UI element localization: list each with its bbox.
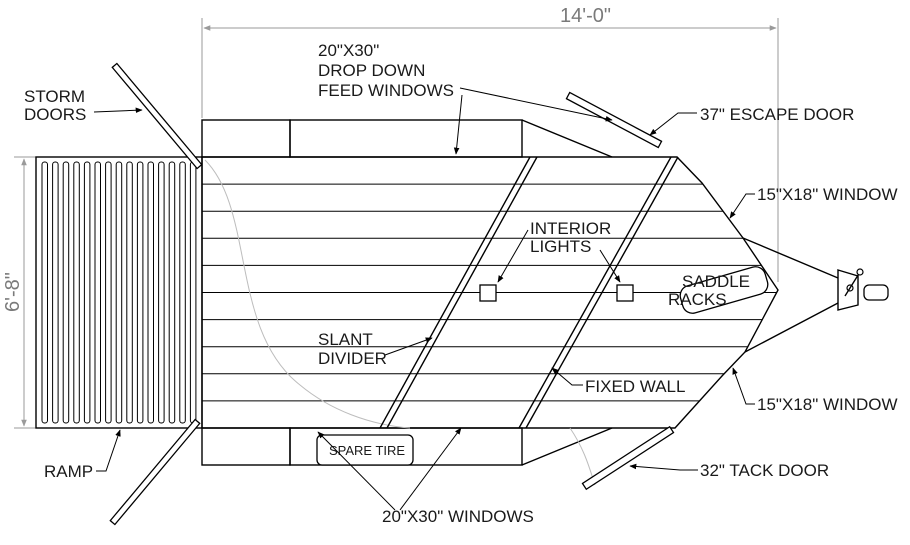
ramp-slat: [62, 161, 70, 424]
feed-windows-line-2: DROP DOWN: [318, 61, 425, 80]
saddle-racks-line-1: SADDLE: [682, 272, 750, 291]
ramp-label: RAMP: [44, 462, 93, 481]
ramp-slat: [41, 161, 48, 424]
slant-divider-label: SLANT DIVIDER: [318, 330, 387, 368]
storm-doors: [109, 62, 203, 526]
slant-divider-line-1: SLANT: [318, 330, 373, 349]
ramp-slat: [105, 161, 112, 424]
saddle-racks-label: SADDLE RACKS: [668, 272, 755, 309]
ramp-slat: [83, 161, 91, 424]
storm-doors-line-2: DOORS: [24, 105, 86, 124]
tack-door-label: 32" TACK DOOR: [700, 461, 829, 480]
spare-tire: SPARE TIRE: [316, 434, 414, 466]
saddle-racks: [679, 266, 769, 314]
ramp-slat: [52, 161, 59, 424]
ramp-slat: [94, 161, 101, 424]
ramp-slat: [136, 161, 144, 424]
window-bottom-label: 15"X18" WINDOW: [757, 395, 898, 414]
interior-lights: [479, 284, 634, 302]
ramp-slat: [147, 161, 154, 424]
floor-boards: [202, 183, 777, 402]
ramp-slat: [179, 161, 186, 424]
length-dimension-label: 14'-0": [560, 5, 611, 27]
spare-tire-label: SPARE TIRE: [329, 443, 405, 458]
interior-lights-label: INTERIOR LIGHTS: [530, 219, 616, 256]
window-top-label: 15"X18" WINDOW: [757, 185, 898, 204]
ramp-slat: [168, 161, 176, 424]
escape-door-label: 37" ESCAPE DOOR: [700, 105, 854, 124]
leader-lines: [93, 87, 755, 511]
fixed-wall: [518, 156, 679, 429]
storm-doors-line-1: STORM: [24, 87, 85, 106]
ramp-slats: [41, 161, 197, 424]
escape-door: [565, 91, 663, 149]
interior-lights-line-2: LIGHTS: [530, 237, 591, 256]
feed-windows-line-1: 20"X30": [318, 41, 379, 60]
ramp-slat: [126, 161, 133, 424]
windows-bottom-label: 20"X30" WINDOWS: [382, 507, 534, 526]
ramp-slat: [189, 161, 197, 424]
ramp-slat: [158, 161, 165, 424]
feed-windows-label: 20"X30" DROP DOWN FEED WINDOWS: [318, 41, 454, 100]
length-dimension: 14'-0": [201, 5, 779, 282]
ramp-slat: [115, 161, 123, 424]
saddle-racks-line-2: RACKS: [668, 290, 727, 309]
width-dimension-label: 6'-8": [2, 272, 24, 312]
slant-divider: [379, 156, 538, 429]
fixed-wall-label: FIXED WALL: [585, 377, 685, 396]
annotation-labels: 20"X30" DROP DOWN FEED WINDOWS STORM DOO…: [24, 41, 898, 526]
feed-windows-line-3: FEED WINDOWS: [318, 81, 454, 100]
interior-light-1: [479, 284, 497, 302]
width-dimension: 6'-8": [2, 156, 36, 429]
slant-divider-line-2: DIVIDER: [318, 349, 387, 368]
ramp: [35, 156, 203, 429]
tack-door: [581, 425, 675, 491]
ramp-slat: [73, 161, 80, 424]
storm-doors-label: STORM DOORS: [24, 87, 90, 124]
hitch-tongue: [742, 237, 889, 353]
interior-lights-line-1: INTERIOR: [530, 219, 611, 238]
interior-light-2: [616, 284, 634, 302]
